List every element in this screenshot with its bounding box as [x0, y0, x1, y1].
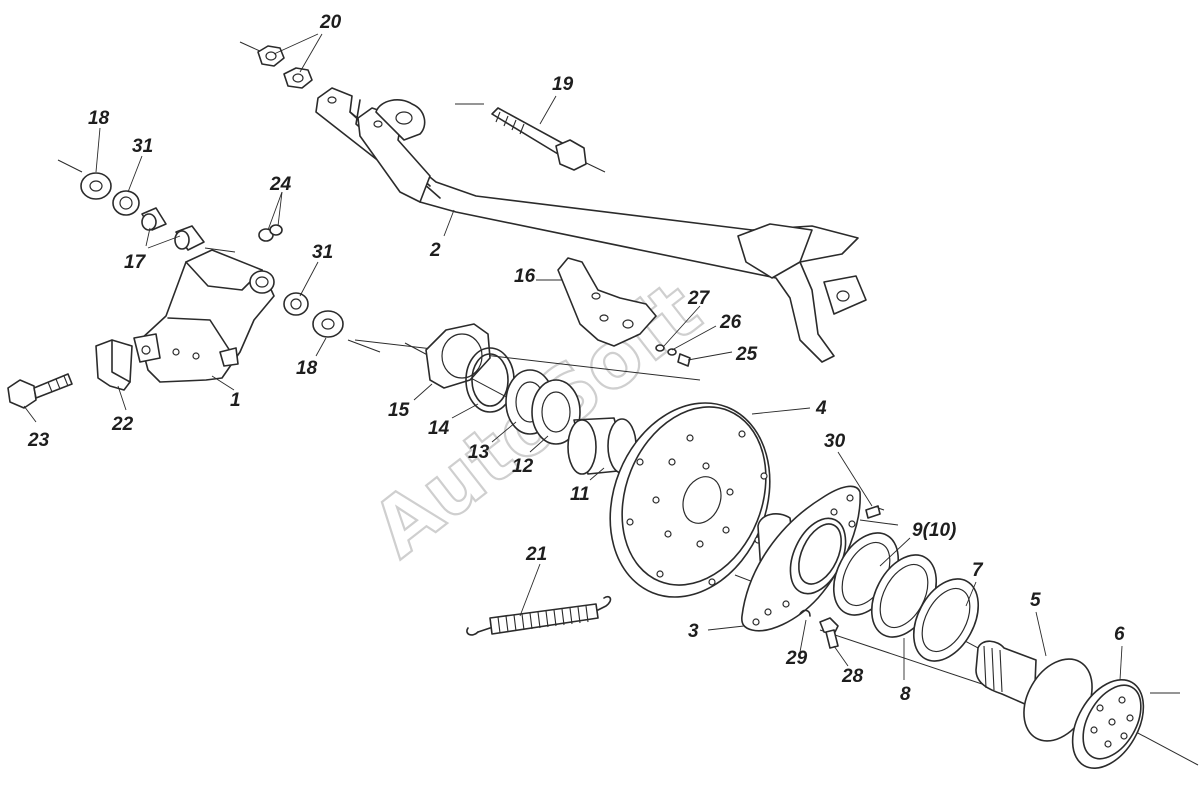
callout-label: 9(10): [912, 520, 956, 541]
bracket-1: [133, 249, 275, 383]
callout-label: 18: [88, 108, 110, 129]
callout-label: 4: [815, 398, 827, 419]
callout-label: 24: [269, 174, 292, 195]
callout-label: 13: [468, 442, 490, 463]
plate-16: [557, 257, 657, 347]
washer-18-left: [80, 172, 112, 200]
spring-21: [466, 595, 612, 636]
pedal-lever: [315, 87, 867, 363]
bolt-19: [491, 107, 587, 171]
callout-label: 15: [388, 400, 410, 421]
rings-13-12: [505, 369, 581, 445]
ring-7: [912, 578, 980, 662]
axle-5: [975, 640, 1093, 742]
hub-3: [741, 485, 861, 632]
bushing-31-right: [283, 292, 309, 316]
callout-label: 8: [900, 684, 911, 705]
cap-6: [1071, 679, 1145, 769]
callout-label: 21: [525, 544, 547, 565]
callout-label: 28: [841, 666, 864, 687]
callout-label: 11: [570, 484, 590, 505]
nuts-20: [257, 45, 313, 89]
callout-label: 31: [312, 242, 333, 263]
nut-15: [425, 323, 491, 389]
callout-label: 6: [1114, 624, 1125, 645]
callout-label: 7: [972, 560, 984, 581]
washer-18-right: [312, 310, 344, 338]
callout-label: 27: [687, 288, 711, 309]
leader-lines: [23, 33, 1123, 681]
callout-label: 26: [719, 312, 742, 333]
callout-label: 16: [514, 266, 536, 287]
callout-label: 5: [1030, 590, 1041, 611]
nuts-24: [258, 224, 283, 242]
bushings-17: [141, 207, 205, 251]
block-22: [95, 339, 133, 391]
callout-label: 3: [688, 621, 699, 642]
callout-label: 12: [512, 456, 534, 477]
callout-labels: 1 2 3 4 5 6 7 8 9(10) 11 12 13 14 15 16 …: [27, 12, 1125, 705]
callout-label: 23: [27, 430, 50, 451]
callout-label: 2: [429, 240, 441, 261]
small-parts-25-27: [655, 344, 691, 367]
bushing-31-left: [112, 190, 140, 216]
callout-label: 1: [230, 390, 241, 411]
callout-label: 25: [735, 344, 758, 365]
callout-label: 18: [296, 358, 318, 379]
callout-label: 20: [319, 12, 342, 33]
callout-label: 17: [124, 252, 147, 273]
callout-label: 29: [785, 648, 808, 669]
bolt-23: [7, 373, 73, 409]
fasteners-28-30: [799, 505, 885, 649]
callout-label: 30: [824, 431, 846, 452]
callout-label: 19: [552, 74, 574, 95]
callout-label: 14: [428, 418, 450, 439]
disc-4: [609, 402, 771, 598]
callout-label: 22: [111, 414, 134, 435]
callout-label: 31: [132, 136, 153, 157]
